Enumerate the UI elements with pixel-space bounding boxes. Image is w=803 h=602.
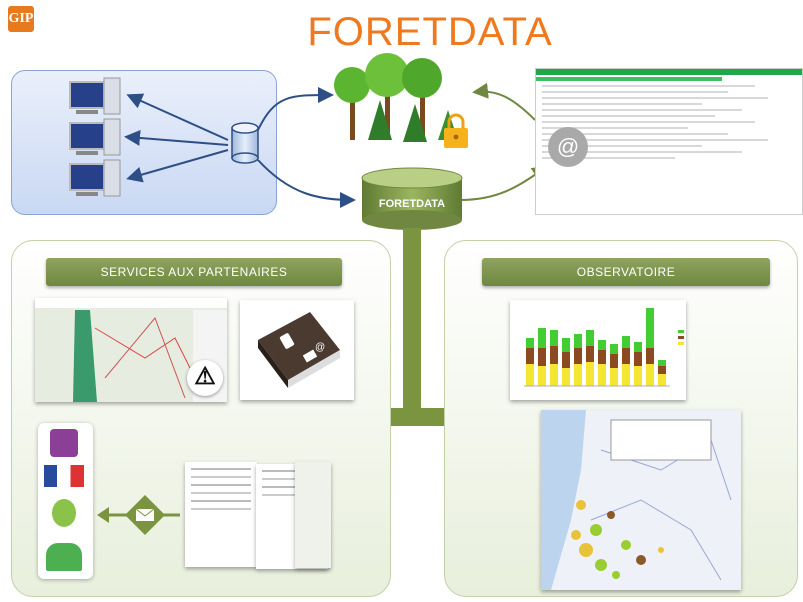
observatoire-header: OBSERVATOIRE — [482, 258, 770, 286]
mail-arrow — [97, 495, 180, 535]
form-tab-bar — [536, 69, 802, 75]
partner-logos — [38, 423, 93, 579]
partner-logo-2 — [44, 465, 84, 487]
svg-text:@: @ — [315, 342, 325, 353]
db-to-form-arrow — [459, 165, 549, 201]
gip-logo-mark: GIP — [8, 6, 34, 32]
database-icon — [231, 122, 259, 164]
network-arrows — [124, 87, 356, 208]
warning-icon: ⚠ — [187, 360, 223, 396]
pie-map-drawing — [541, 410, 732, 590]
web-form-screenshot: @ — [535, 68, 803, 215]
form-subbar — [536, 77, 723, 81]
partner-logo-1 — [50, 429, 78, 457]
document-page-3 — [295, 462, 331, 568]
computer-icon — [69, 118, 121, 156]
chart-thumbnail — [510, 300, 686, 400]
document-page-1 — [185, 462, 257, 567]
computer-icon — [69, 159, 121, 197]
email-at-icon: @ — [548, 127, 588, 167]
form-to-forest-arrow — [472, 82, 536, 121]
page-title: FORETDATA — [307, 10, 553, 54]
address-book-icon: @ — [258, 312, 340, 388]
forest-icon — [334, 53, 458, 142]
lock-icon — [444, 113, 468, 148]
foretdata-database — [361, 167, 463, 230]
gip-logo: GIP — [8, 6, 60, 58]
partner-logo-4 — [46, 543, 82, 571]
address-book-card: @ — [240, 300, 354, 400]
services-header: SERVICES AUX PARTENAIRES — [46, 258, 342, 286]
partner-logo-3 — [52, 499, 76, 527]
database-label: FORETDATA — [378, 198, 446, 210]
stacked-bar-chart — [524, 308, 684, 387]
pie-map-thumbnail — [541, 410, 741, 590]
map-thumbnail: ⚠ — [35, 298, 227, 402]
computer-icon — [69, 77, 121, 115]
